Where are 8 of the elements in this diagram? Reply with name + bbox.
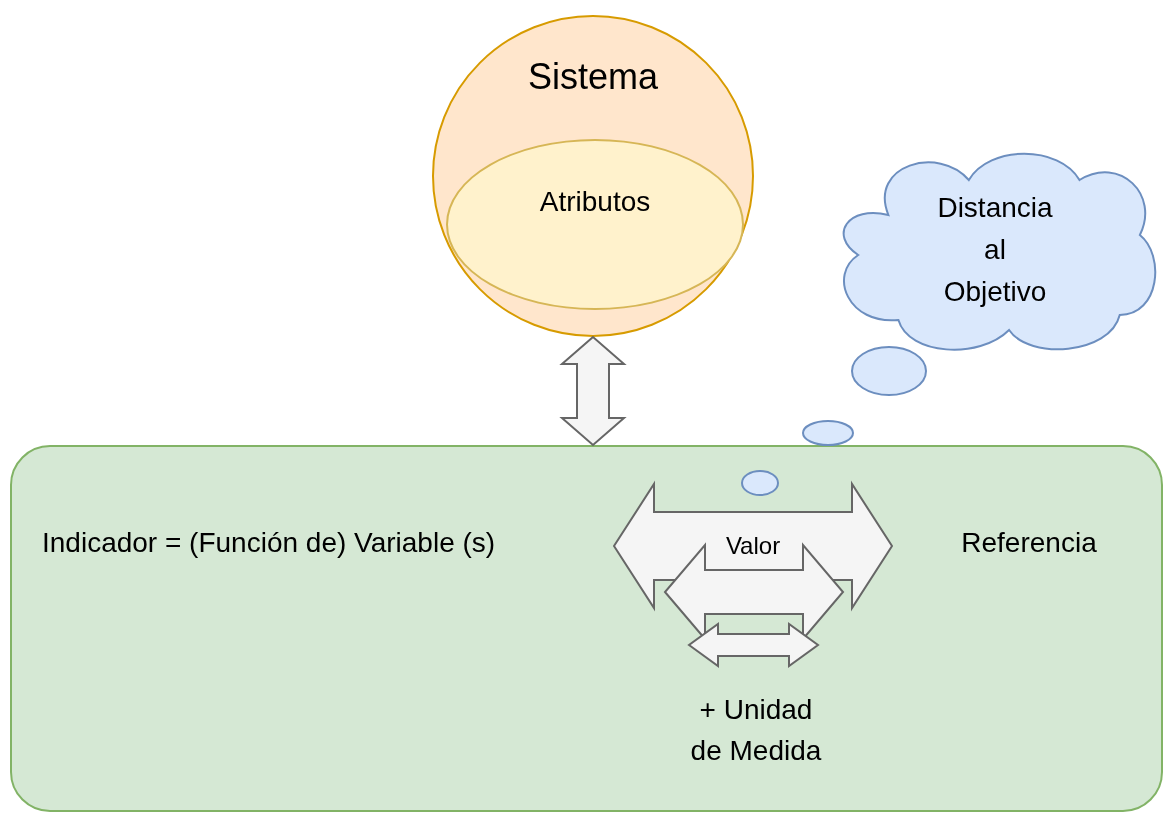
node-label: Atributos bbox=[539, 185, 651, 219]
node-text: Indicador = (Función de) Variable (s) bbox=[32, 526, 616, 570]
node-text: Referencia bbox=[894, 526, 1164, 570]
node-text: + Unidad de Medida bbox=[666, 690, 846, 780]
node-label: Sistema bbox=[527, 55, 658, 99]
indicator-panel bbox=[10, 445, 1163, 812]
node-label: Distancia al Objetivo bbox=[936, 191, 1054, 309]
double-block-arrow bbox=[559, 335, 627, 447]
